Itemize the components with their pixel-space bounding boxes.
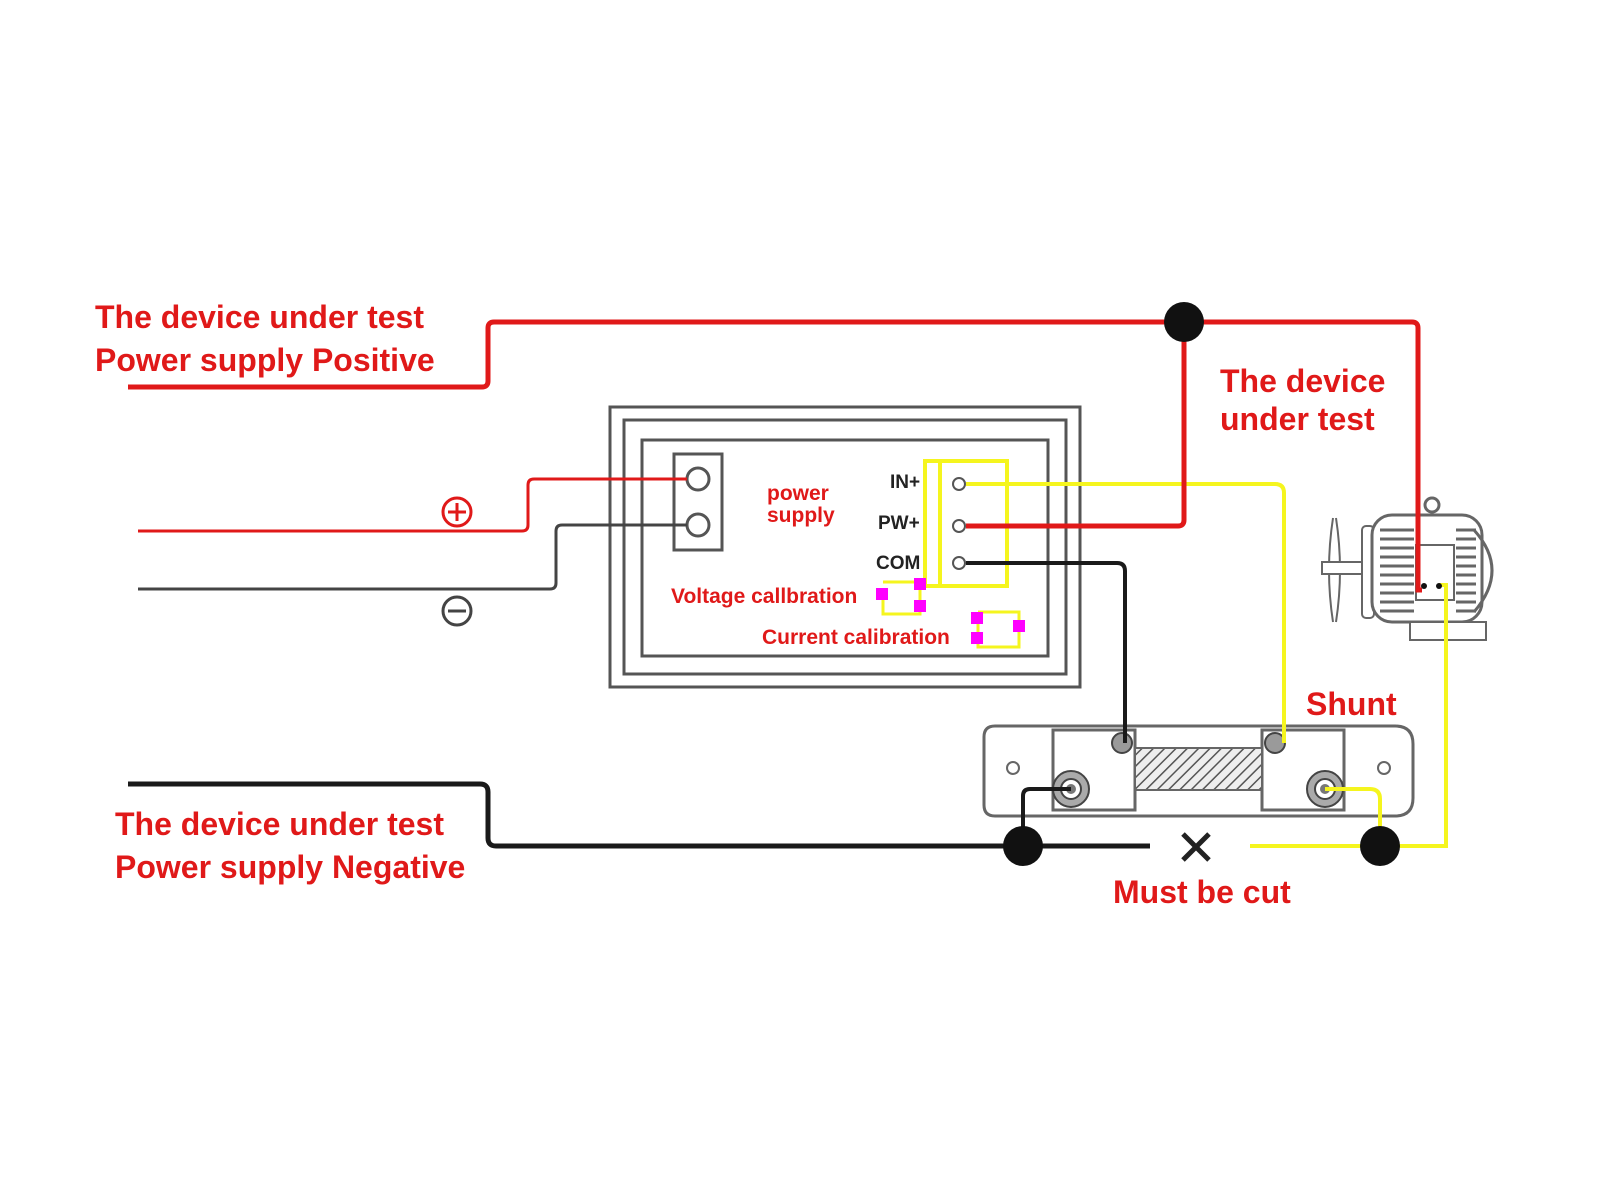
minus-symbol-icon [441,595,473,627]
com-wire [966,561,1127,743]
positive-label-line2: Power supply Positive [95,342,435,378]
negative-junction-dot [1003,826,1043,866]
power-terminal-positive [685,466,711,492]
current-calibration-label: Current calibration [762,626,950,649]
motor-icon [1321,496,1494,641]
in-plus-sense-wire [966,482,1286,743]
pw-plus-wire [966,322,1187,529]
power-supply-label-line1: power [767,482,829,505]
in-plus-label: IN+ [890,472,920,493]
supply-positive-wire [138,477,687,533]
power-terminal-negative [685,512,711,538]
negative-label-line2: Power supply Negative [115,849,465,885]
pw-plus-terminal [952,519,966,533]
must-be-cut-label: Must be cut [1113,874,1291,910]
positive-junction-dot [1164,302,1204,342]
power-supply-label-line2: supply [767,504,835,527]
voltage-calibration-pad [914,578,926,590]
positive-label-line1: The device under test [95,299,424,335]
voltage-calibration-pad [914,600,926,612]
meter-module [608,405,1082,689]
motor-return-wire [1250,583,1448,848]
com-label: COM [876,553,920,574]
load-return-wire [1325,787,1382,846]
pw-plus-label: PW+ [878,513,920,534]
voltage-calibration-loop [881,580,922,616]
in-plus-terminal [952,477,966,491]
voltage-calibration-label: Voltage callbration [671,585,857,608]
shunt-sense-screw-left [1111,732,1133,754]
shunt-resistor-element [1134,747,1263,791]
current-calibration-loop [976,610,1021,649]
plus-symbol-icon [441,496,473,528]
shunt [982,724,1415,818]
dut-positive-wire [128,319,1422,593]
voltage-calibration-pad [876,588,888,600]
motor-terminal-dot [1436,583,1442,589]
com-terminal [952,556,966,570]
supply-negative-wire [138,523,687,591]
load-junction-dot [1360,826,1400,866]
shunt-negative-link [1021,787,1071,846]
device-label-line1: The device [1220,363,1385,399]
device-label-line2: under test [1220,401,1375,437]
power-terminal-block [672,452,724,552]
cut-x-icon [1181,832,1211,862]
dut-negative-wire [128,781,1150,849]
motor-terminal-dot [1421,583,1427,589]
current-calibration-pad [1013,620,1025,632]
current-calibration-pad [971,612,983,624]
negative-label-line1: The device under test [115,806,444,842]
current-calibration-pad [971,632,983,644]
shunt-label: Shunt [1306,686,1397,722]
